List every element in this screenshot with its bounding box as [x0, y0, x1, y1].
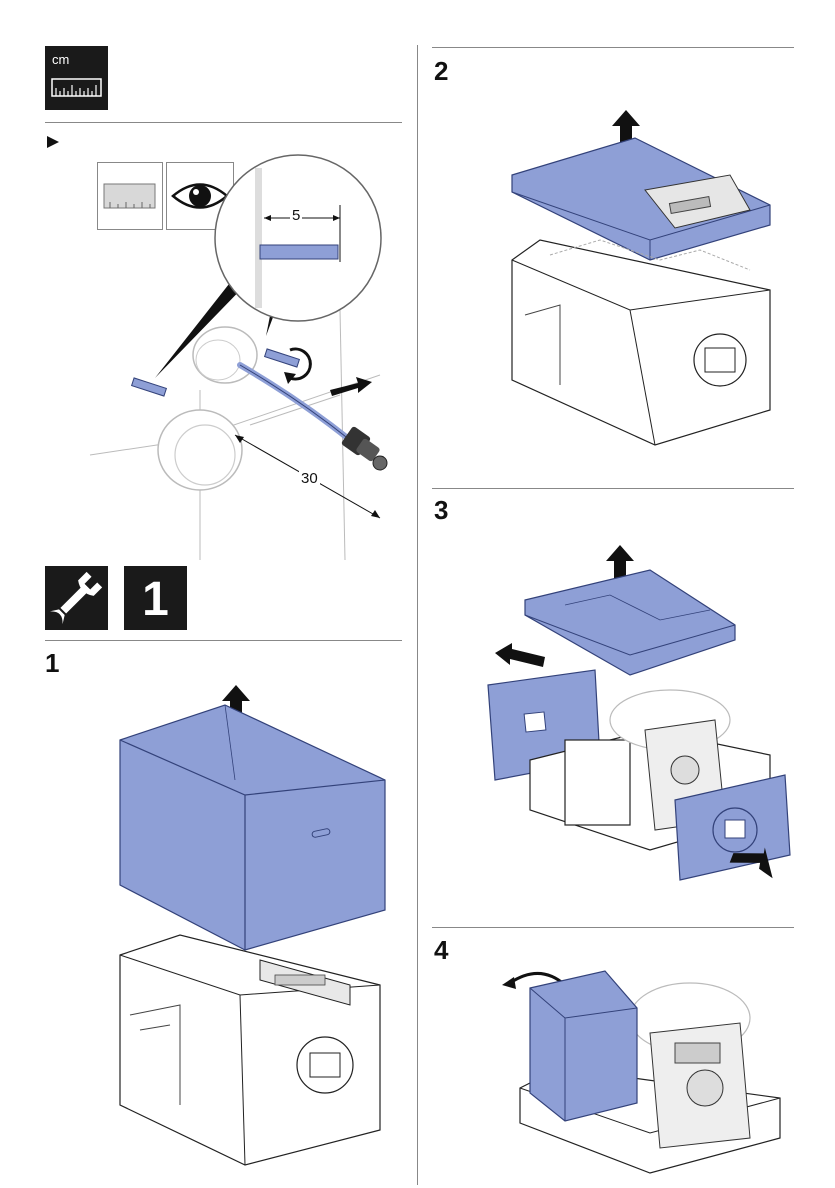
left-top-rule — [45, 122, 402, 123]
step-3-illustration — [470, 545, 800, 890]
ruler-icon — [45, 46, 108, 110]
step-1-illustration — [100, 685, 400, 1165]
dimension-distance-label: 30 — [299, 470, 320, 487]
step-number-4: 4 — [434, 937, 448, 963]
wall-anchor-right — [265, 349, 300, 367]
wrench-icon — [45, 566, 108, 630]
section-number-badge: 1 — [124, 566, 187, 630]
left-section-rule — [45, 640, 402, 641]
step-2-illustration — [500, 110, 800, 460]
wall-anchor-left — [132, 378, 167, 396]
measurement-unit-badge: cm — [45, 46, 108, 110]
wall-connection-illustration — [40, 150, 420, 570]
right-rule-2 — [432, 47, 794, 48]
play-triangle-icon — [47, 136, 61, 150]
step-number-3: 3 — [434, 497, 448, 523]
step-number-2: 2 — [434, 58, 448, 84]
step-number-1: 1 — [45, 650, 59, 676]
right-rule-3 — [432, 488, 794, 489]
dimension-protrusion-label: 5 — [290, 207, 302, 224]
section-number: 1 — [124, 572, 187, 627]
hose-fitting — [341, 426, 387, 470]
wrench-badge — [45, 566, 108, 630]
step-4-illustration — [500, 963, 800, 1173]
right-rule-4 — [432, 927, 794, 928]
